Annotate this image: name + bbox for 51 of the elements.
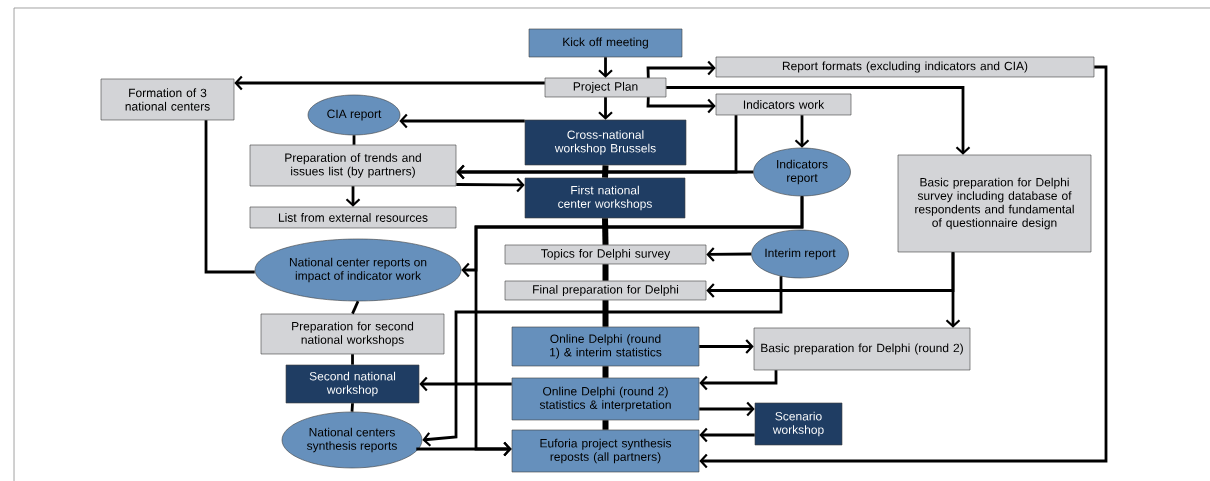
- arrow: [646, 97, 716, 114]
- connector-line: [602, 165, 609, 178]
- process-box: Topics for Delphi survey: [504, 244, 707, 265]
- connector-line: [602, 420, 609, 430]
- arrow: [699, 65, 1108, 469]
- arrow: [419, 376, 512, 392]
- process-box: Formation of 3 national centers: [100, 78, 235, 121]
- connector-line: [602, 366, 609, 378]
- connector-line: [350, 403, 354, 412]
- process-box: Online Delphi (round 2) statistics & interpretation: [511, 377, 700, 421]
- process-box: Final preparation for Delphi: [504, 280, 707, 301]
- arrow: [706, 247, 752, 262]
- connector-line: [351, 300, 360, 315]
- connector-line: [352, 135, 356, 145]
- process-box: Online Delphi (round 1) & interim statistics: [511, 326, 700, 367]
- arrow: [945, 252, 961, 328]
- arrow: [422, 276, 783, 447]
- arrow: [794, 115, 810, 148]
- arrow: [399, 113, 525, 129]
- arrow: [699, 370, 778, 391]
- process-box: First national center workshops: [524, 177, 686, 219]
- process-box: Scenario workshop: [754, 402, 843, 446]
- arrow: [234, 75, 545, 91]
- connector-line: [602, 218, 609, 245]
- connector-line: [602, 264, 609, 281]
- connector-line: [204, 120, 255, 274]
- process-box: Preparation of trends and issues list (by partners): [249, 144, 457, 187]
- process-box: Preparation for second national workshops: [260, 313, 445, 355]
- process-box: List from external resources: [249, 206, 457, 229]
- arrow: [666, 86, 971, 155]
- arrow: [699, 401, 755, 417]
- connector-line: [351, 354, 354, 365]
- arrow: [646, 60, 716, 78]
- arrow: [699, 427, 755, 443]
- process-box: Second national workshop: [285, 364, 420, 404]
- arrow: [598, 97, 613, 120]
- process-box: Kick off meeting: [528, 28, 683, 58]
- process-box: Cross-national workshop Brussels: [524, 119, 687, 166]
- arrow: [456, 177, 525, 193]
- process-box: Report formats (excluding indicators and CIA): [715, 56, 1095, 78]
- process-box: Basic preparation for Delphi (round 2): [753, 327, 971, 371]
- process-box: Indicators work: [715, 93, 852, 116]
- arrow: [416, 441, 512, 457]
- process-box: Euforia project synthesis reposts (all partners): [511, 429, 700, 473]
- arrow: [598, 57, 613, 78]
- arrow: [456, 164, 754, 180]
- arrow: [345, 186, 361, 207]
- process-box: Basic preparation for Delphi survey including database of respondents and fundamental of questionnaire design: [897, 154, 1092, 253]
- process-box: Project Plan: [544, 77, 667, 98]
- arrow: [699, 339, 754, 354]
- connector-line: [602, 300, 609, 327]
